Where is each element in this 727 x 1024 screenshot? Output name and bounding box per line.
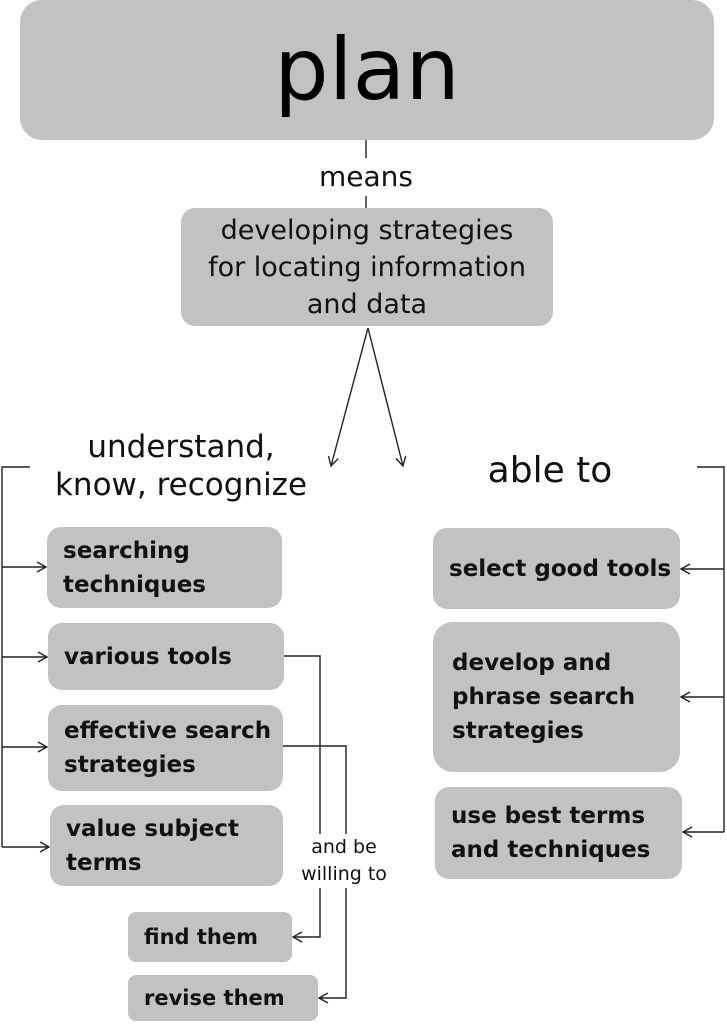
willing-line-2: willing to [301, 863, 387, 885]
node-select-good-tools: select good tools [433, 528, 680, 609]
willing-label: and be willing to [292, 834, 396, 888]
understand-heading: understand, know, recognize [36, 428, 326, 504]
definition-line-1: developing strategies [220, 214, 514, 246]
develop-line-3: strategies [452, 718, 584, 744]
left-bracket [1, 466, 30, 847]
searching-line-1: searching [63, 537, 190, 564]
able-to-heading: able to [487, 450, 613, 491]
definition-line-2: for locating information [208, 251, 526, 283]
definition-node: developing strategies for locating infor… [181, 208, 553, 326]
effective-line-1: effective search [64, 718, 272, 744]
develop-line-2: phrase search [452, 684, 636, 710]
effective-line-2: strategies [64, 752, 196, 778]
select-line-1: select good tools [449, 555, 672, 582]
use-best-line-1: use best terms [451, 803, 646, 829]
understand-heading-line-2: know, recognize [54, 467, 308, 503]
node-find-them: find them [128, 912, 292, 962]
searching-line-2: techniques [63, 571, 206, 598]
arrow-to-able [367, 327, 407, 468]
willing-line-1: and be [311, 836, 377, 858]
revise-them-label: revise them [144, 986, 285, 1010]
node-use-best-terms: use best terms and techniques [435, 787, 682, 879]
various-tools-line-1: various tools [64, 643, 232, 670]
node-effective-search-strategies: effective search strategies [48, 705, 283, 791]
use-best-line-2: and techniques [451, 837, 651, 863]
arrow-to-understand [327, 327, 369, 468]
find-them-label: find them [144, 925, 258, 949]
definition-line-3: and data [306, 288, 428, 320]
node-value-subject-terms: value subject terms [50, 805, 283, 886]
plan-node: plan [20, 0, 714, 140]
value-line-2: terms [66, 849, 142, 876]
plan-title: plan [274, 20, 460, 120]
line-tools-find [284, 655, 321, 943]
understand-heading-line-1: understand, [87, 429, 275, 465]
node-revise-them: revise them [128, 975, 318, 1021]
right-bracket [697, 466, 725, 832]
node-searching-techniques: searching techniques [47, 527, 282, 608]
means-label: means [319, 160, 413, 193]
value-line-1: value subject [66, 815, 240, 842]
node-develop-phrase-search-strategies: develop and phrase search strategies [433, 622, 680, 772]
develop-line-1: develop and [452, 650, 612, 676]
node-various-tools: various tools [48, 623, 284, 690]
